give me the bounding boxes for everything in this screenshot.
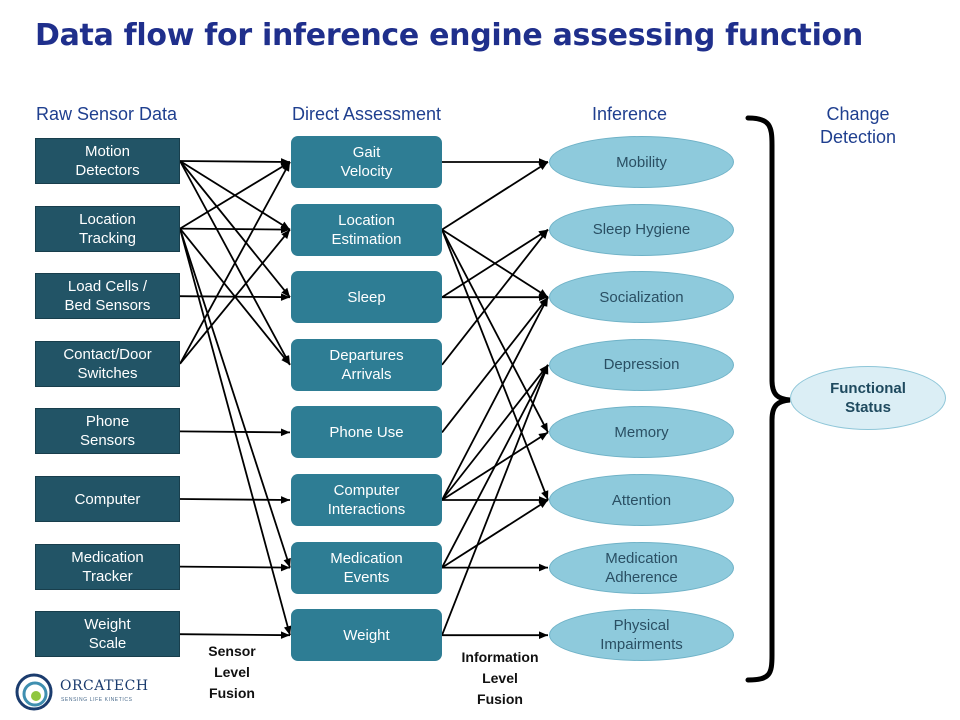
inference-node-physical-impairments: Physical Impairments — [549, 609, 734, 662]
logo-tagline: SENSING LIFE KINETICS — [61, 697, 133, 703]
raw-node-load-cells-bed-sensors: Load Cells / Bed Sensors — [35, 273, 180, 320]
inference-node-depression: Depression — [549, 338, 734, 391]
inference-node-memory: Memory — [549, 406, 734, 459]
header-direct-assessment: Direct Assessment — [292, 104, 442, 124]
raw-node-computer: Computer — [35, 476, 180, 522]
raw-node-location-tracking: Location Tracking — [35, 205, 180, 252]
change-detection-brace — [745, 115, 791, 683]
direct-node-phone-use: Phone Use — [291, 406, 442, 459]
logo-name: ORCATECH — [60, 678, 149, 694]
raw-node-motion-detectors: Motion Detectors — [35, 138, 180, 184]
page-title: Data flow for inference engine assessing… — [35, 18, 863, 53]
direct-node-location-estimation: Location Estimation — [291, 203, 442, 256]
sensor-link-15 — [179, 631, 291, 639]
sensor-link-14 — [179, 563, 291, 572]
inference-node-attention: Attention — [549, 474, 734, 526]
information-link-0 — [442, 158, 548, 166]
orcatech-swirl-icon — [15, 673, 53, 711]
sensor-link-5 — [179, 225, 291, 234]
information-link-8 — [441, 296, 549, 433]
information-link-13 — [441, 364, 549, 569]
raw-node-phone-sensors: Phone Sensors — [35, 408, 180, 455]
sensor-link-13 — [179, 496, 291, 504]
raw-node-medication-tracker: Medication Tracker — [35, 543, 180, 590]
direct-node-computer-interactions: Computer Interactions — [291, 474, 442, 526]
functional-status-node: Functional Status — [790, 366, 946, 430]
raw-node-weight-scale: Weight Scale — [35, 611, 180, 658]
inference-node-socialization: Socialization — [549, 271, 734, 324]
inference-node-sleep-hygiene: Sleep Hygiene — [549, 203, 734, 256]
header-inference: Inference — [592, 104, 668, 124]
information-link-3 — [441, 229, 549, 433]
sensor-link-11 — [179, 229, 291, 365]
sensor-link-12 — [179, 428, 291, 437]
header-raw-sensor-data: Raw Sensor Data — [36, 104, 178, 124]
information-link-14 — [441, 499, 549, 569]
raw-node-contact-door-switches: Contact/Door Switches — [35, 340, 180, 387]
information-link-16 — [441, 364, 549, 636]
information-link-1 — [441, 161, 549, 231]
direct-node-weight: Weight — [291, 609, 442, 662]
orcatech-logo: ORCATECH SENSING LIFE KINETICS — [14, 672, 148, 712]
sensor-level-fusion-label: Sensor Level Fusion — [208, 643, 256, 701]
inference-node-medication-adherence: Medication Adherence — [549, 541, 734, 594]
information-link-9 — [441, 296, 549, 501]
information-level-fusion-label: Information Level Fusion — [461, 649, 539, 707]
information-link-7 — [441, 229, 549, 366]
information-link-10 — [441, 364, 549, 501]
direct-node-medication-events: Medication Events — [291, 541, 442, 594]
direct-node-departures-arrivals: Departures Arrivals — [291, 338, 442, 391]
header-change-detection: Change Detection — [819, 104, 897, 147]
inference-node-mobility: Mobility — [549, 136, 734, 188]
direct-node-sleep: Sleep — [291, 271, 442, 324]
information-link-15 — [442, 563, 548, 572]
sensor-link-10 — [179, 161, 291, 365]
sensor-link-0 — [179, 158, 291, 166]
direct-node-gait-velocity: Gait Velocity — [291, 136, 442, 188]
information-link-17 — [442, 631, 548, 639]
sensor-link-7 — [179, 228, 291, 568]
